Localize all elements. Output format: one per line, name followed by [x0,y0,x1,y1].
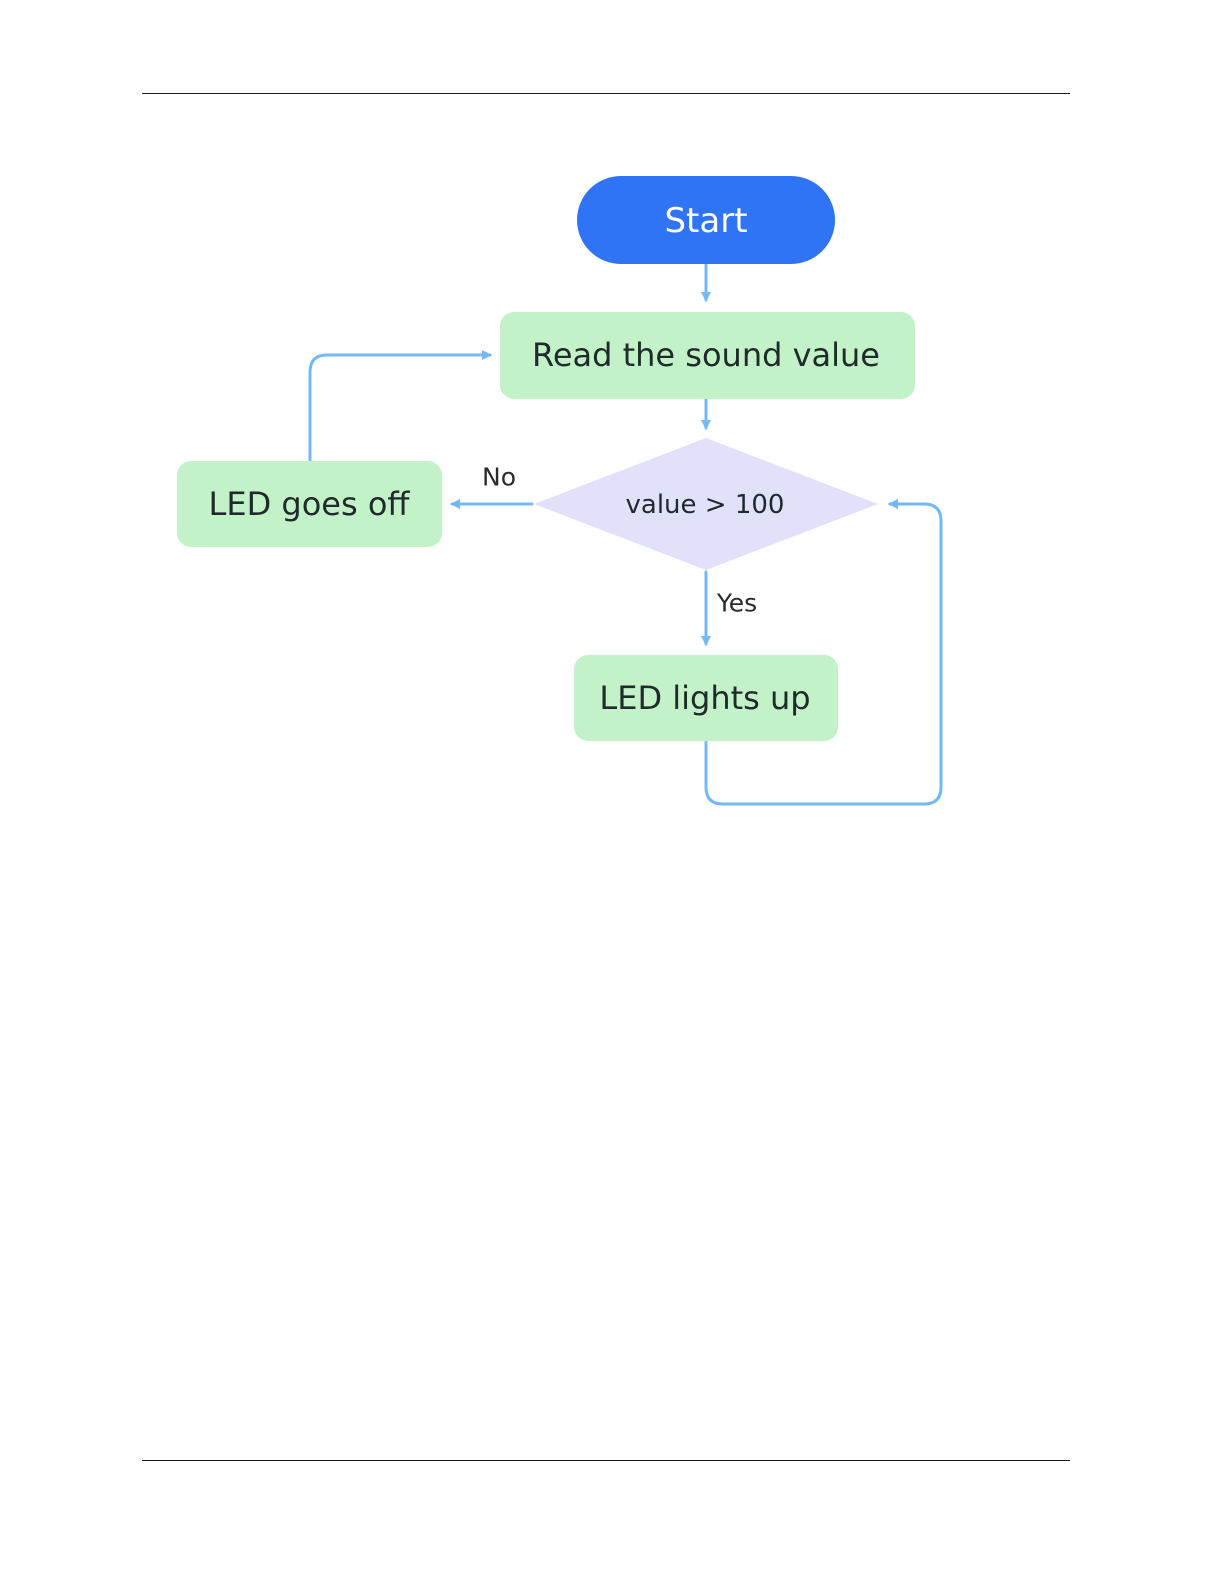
edge-off-to-read [310,355,490,462]
footer-rule [142,1460,1070,1461]
read-sound-label: Read the sound value [532,336,880,374]
led-off-label: LED goes off [209,485,411,523]
start-label: Start [664,201,747,241]
edge-label-no: No [482,463,516,492]
edge-label-yes: Yes [716,589,757,618]
decision-node: value > 100 [534,438,878,570]
led-on-label: LED lights up [599,679,810,717]
led-off-node: LED goes off [177,461,442,547]
read-sound-node: Read the sound value [500,312,915,399]
decision-label: value > 100 [626,490,785,520]
start-node: Start [577,176,835,264]
led-on-node: LED lights up [574,655,838,741]
